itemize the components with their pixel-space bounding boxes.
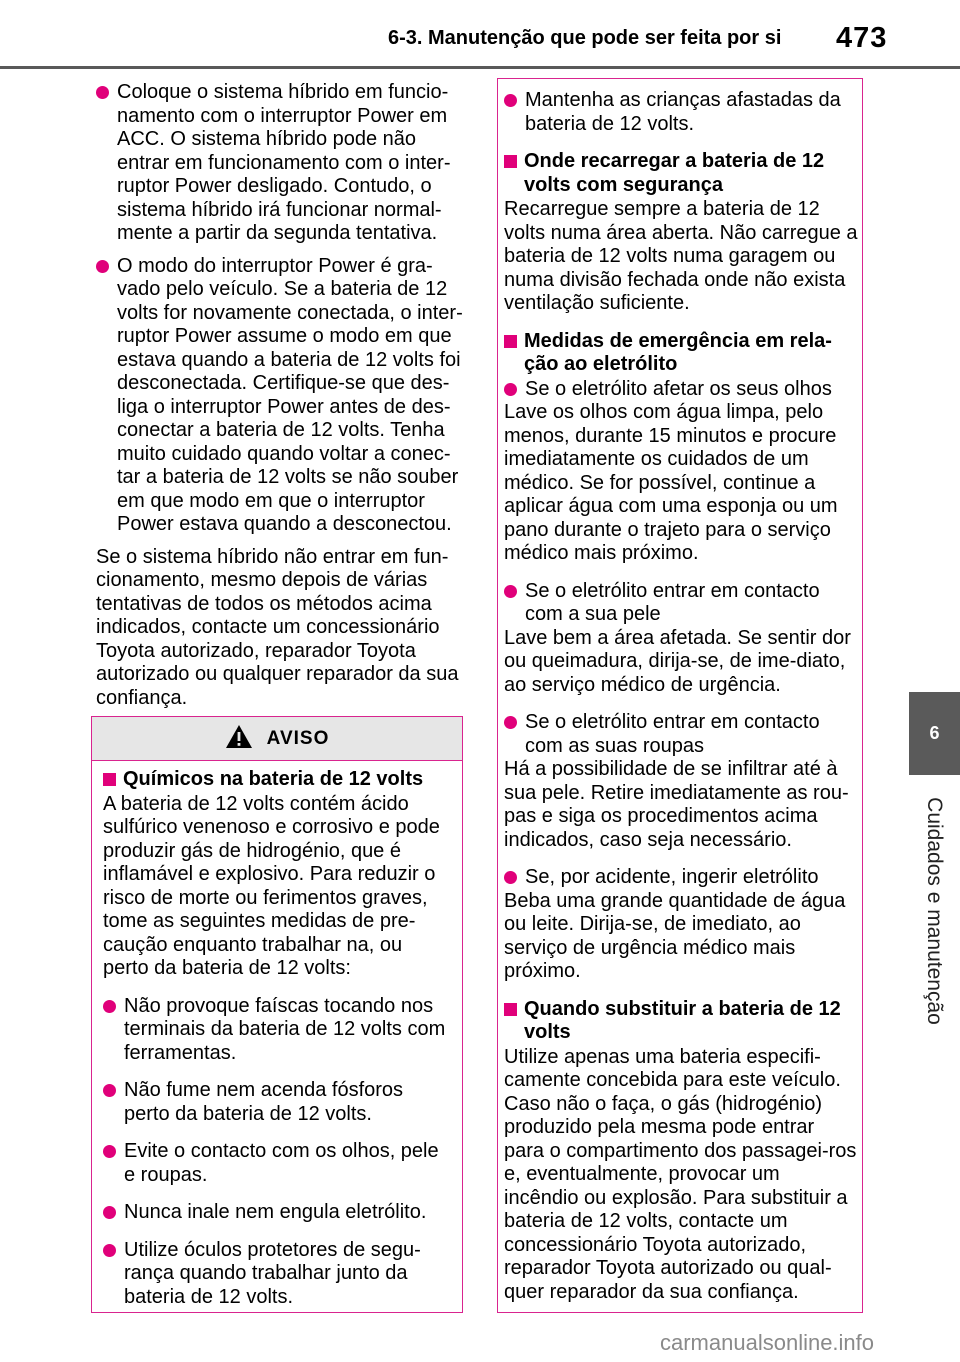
warning-item: Não provoque faíscas tocando nos termina… <box>103 995 452 1066</box>
bullet-swallow: Se, por acidente, ingerir eletrólito <box>504 866 858 890</box>
bullet-eyes: Se o eletrólito afetar os seus olhos <box>504 378 858 402</box>
warning-triangle-icon <box>225 724 253 754</box>
warning-label: AVISO <box>266 727 330 749</box>
page-number: 473 <box>836 22 888 54</box>
bullet-clothes: Se o eletrólito entrar em contacto com a… <box>504 711 858 758</box>
warning-item: Não fume nem acenda fósforos perto da ba… <box>103 1079 452 1126</box>
chapter-title: Cuidados e manutenção <box>923 797 947 1025</box>
heading-recharge: Onde recarregar a bateria de 12 volts co… <box>504 150 858 197</box>
warning-box: AVISO Químicos na bateria de 12 volts A … <box>91 716 463 1313</box>
warning-body: Químicos na bateria de 12 volts A bateri… <box>92 761 462 1309</box>
warning-item: Evite o contacto com os olhos, pele e ro… <box>103 1140 452 1187</box>
watermark: carmanualsonline.info <box>660 1330 875 1355</box>
section-title: 6-3. Manutenção que pode ser feita por s… <box>388 27 782 49</box>
warning-item: Nunca inale nem engula eletrólito. <box>103 1201 452 1225</box>
bullet-power-mode-memory: O modo do interruptor Power é gra-vado p… <box>96 255 471 537</box>
warning-header: AVISO <box>92 717 462 761</box>
text-recharge: Recarregue sempre a bateria de 12 volts … <box>504 198 858 314</box>
right-warning-box <box>497 78 863 1313</box>
text-clothes: Há a possibilidade de se infiltrar até à… <box>504 758 849 851</box>
warning-item: Utilize óculos protetores de segu-rança … <box>103 1239 452 1310</box>
right-column: Mantenha as crianças afastadas da bateri… <box>504 81 858 1313</box>
left-column: Coloque o sistema híbrido em funcio-name… <box>96 81 471 719</box>
text-swallow: Beba uma grande quantidade de água ou le… <box>504 889 846 983</box>
bullet-skin: Se o eletrólito entrar em contacto com a… <box>504 580 858 627</box>
paragraph-contact-dealer: Se o sistema híbrido não entrar em fun-c… <box>96 545 459 709</box>
warning-heading: Químicos na bateria de 12 volts <box>103 768 452 792</box>
text-eyes: Lave os olhos com água limpa, pelo menos… <box>504 401 838 564</box>
header-divider <box>0 66 960 69</box>
chapter-label: Cuidados e manutenção <box>908 786 960 1036</box>
bullet-acc-mode: Coloque o sistema híbrido em funcio-name… <box>96 81 471 246</box>
bullet-children: Mantenha as crianças afastadas da bateri… <box>504 89 858 136</box>
chapter-tab: 6 <box>909 692 960 775</box>
text-replace: Utilize apenas uma bateria especifi-came… <box>504 1045 857 1303</box>
heading-replace: Quando substituir a bateria de 12 volts <box>504 998 858 1045</box>
text-skin: Lave bem a área afetada. Se sentir dor o… <box>504 626 851 696</box>
heading-emergency: Medidas de emergência em rela-ção ao ele… <box>504 330 858 377</box>
warning-intro: A bateria de 12 volts contém ácido sulfú… <box>103 792 440 980</box>
